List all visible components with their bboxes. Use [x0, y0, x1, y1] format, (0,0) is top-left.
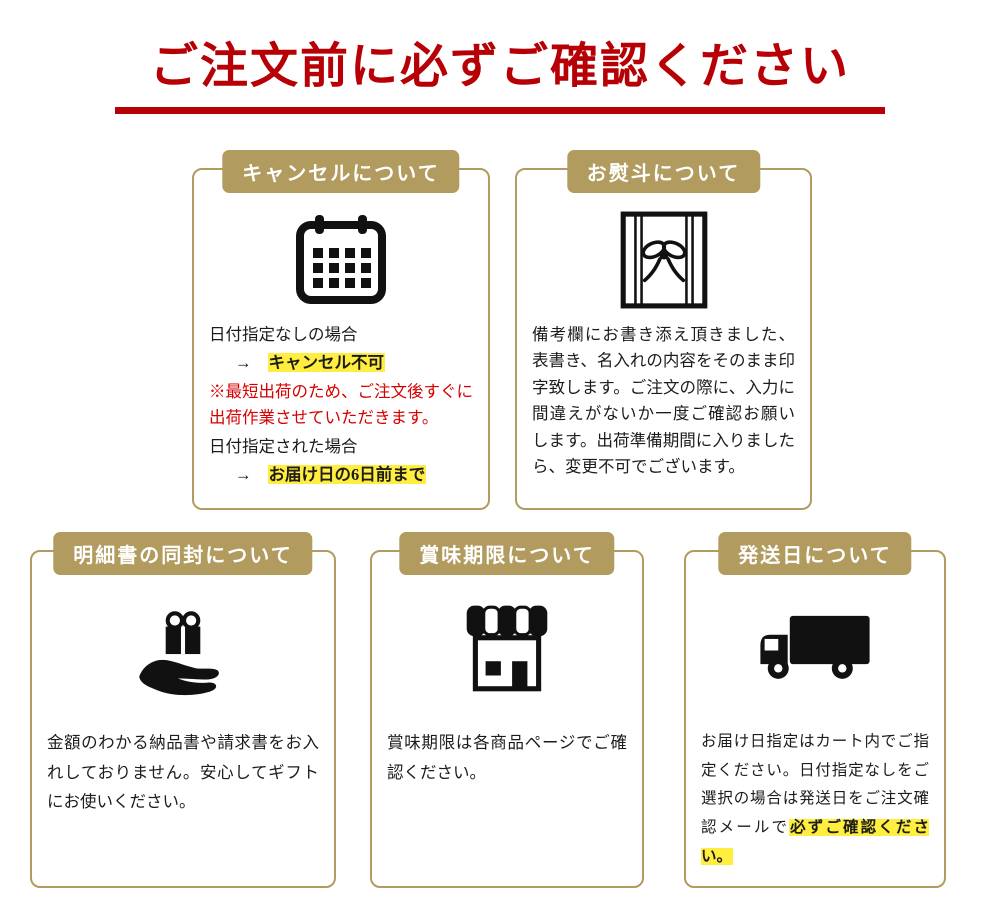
expiry-text: 賞味期限は各商品ページでご確認ください。: [387, 733, 627, 782]
card-icon: [517, 208, 810, 312]
cancel-case-1: 日付指定なしの場合: [209, 325, 358, 344]
card-shipping-body: お届け日指定はカート内でご指定ください。日付指定なしをご選択の場合は発送日をご注…: [686, 728, 944, 871]
shipping-text-plain: お届け日指定はカート内でご指定ください。日付指定なしをご選択の場合は発送日をご注…: [701, 733, 929, 837]
card-noshi-header: お熨斗について: [566, 150, 761, 193]
card-invoice: 明細書の同封について 金額のわかる納品書や請求書をお入れしておりません。安心して…: [30, 532, 336, 888]
card-shipping-header: 発送日について: [718, 532, 912, 575]
cancel-warning-text: ※最短出荷のため、ご注文後すぐに出荷作業させていただきます。: [209, 381, 473, 428]
card-icon: [372, 594, 642, 706]
card-icon: [194, 208, 488, 312]
storefront-icon: [466, 605, 548, 692]
card-expiry: 賞味期限について 賞味期限は各商品ページでご確認ください。: [370, 532, 644, 888]
card-expiry-header: 賞味期限について: [399, 532, 615, 575]
calendar-icon: [296, 215, 386, 304]
noshi-text: 備考欄にお書き添え頂きました、表書き、名入れの内容をそのまま印字致します。ご注文…: [532, 325, 795, 476]
card-cancellation-header: キャンセルについて: [222, 150, 460, 193]
card-invoice-header: 明細書の同封について: [53, 532, 313, 575]
arrow: →: [235, 353, 252, 373]
card-noshi-body: 備考欄にお書き添え頂きました、表書き、名入れの内容をそのまま印字致します。ご注文…: [517, 322, 810, 480]
card-cancellation: キャンセルについて 日付指定なしの場合 → キャンセル不可 ※最短出荷のため、ご注…: [192, 150, 490, 510]
card-invoice-body: 金額のわかる納品書や請求書をお入れしておりません。安心してギフトにお使いください…: [32, 728, 334, 817]
card-shipping: 発送日について お届け日指定はカート内でご指定ください。日付指定なしをご選択の場…: [684, 532, 946, 888]
page-title: ご注文前に必ずご確認ください: [149, 40, 850, 93]
cancel-case-2: 日付指定された場合: [209, 436, 358, 456]
cancel-result-1: → キャンセル不可: [209, 350, 473, 376]
cancel-highlight-not-cancellable: キャンセル不可: [267, 353, 385, 373]
card-expiry-body: 賞味期限は各商品ページでご確認ください。: [372, 728, 642, 787]
card-noshi: お熨斗について 備考欄にお書き添え頂きました、表書き、名入れの内容をそのまま印字…: [515, 150, 812, 510]
invoice-text: 金額のわかる納品書や請求書をお入れしておりません。安心してギフトにお使いください…: [47, 733, 319, 812]
arrow: →: [235, 464, 252, 484]
card-icon: [686, 594, 944, 706]
shipping-text: お届け日指定はカート内でご指定ください。日付指定なしをご選択の場合は発送日をご注…: [701, 728, 929, 871]
cancel-result-2: → お届け日の6日前まで: [209, 462, 473, 488]
title-underline: [115, 107, 885, 114]
noshi-gift-wrap-icon: [620, 211, 707, 309]
cancel-highlight-deadline: お届け日の6日前まで: [267, 464, 427, 484]
card-cancellation-body: 日付指定なしの場合 → キャンセル不可 ※最短出荷のため、ご注文後すぐに出荷作業さ…: [194, 322, 488, 488]
card-icon: [32, 594, 334, 706]
delivery-truck-icon: [760, 615, 870, 679]
gift-in-hand-icon: [139, 611, 219, 696]
